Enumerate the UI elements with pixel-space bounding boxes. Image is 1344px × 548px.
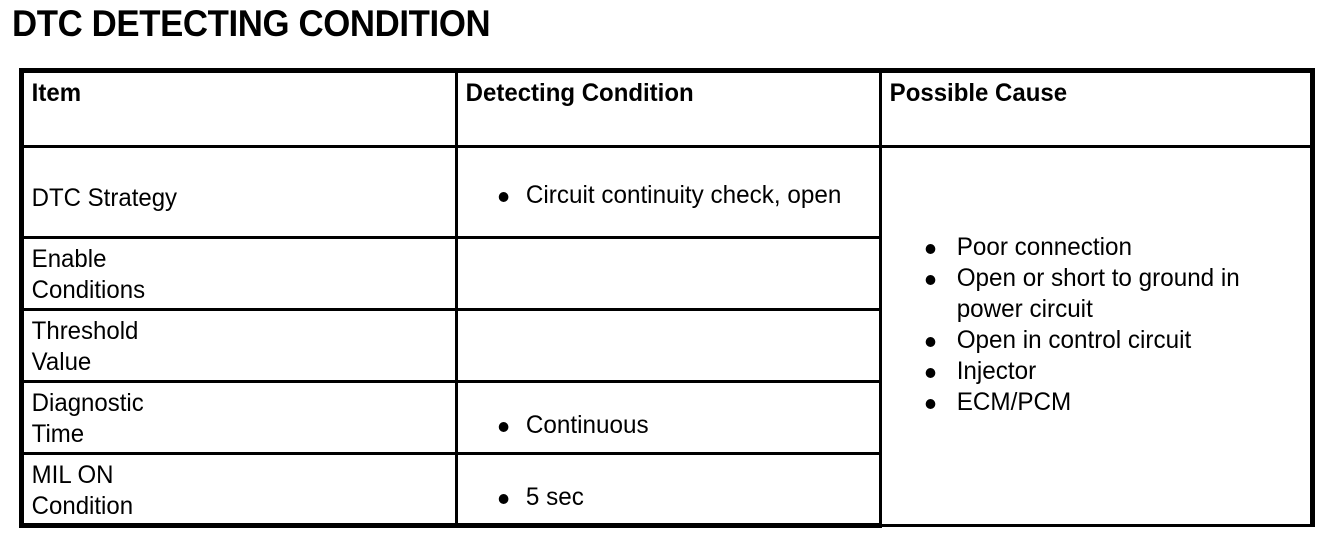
page-title: DTC DETECTING CONDITION <box>12 3 491 44</box>
list-item-label: Open in control circuit <box>956 326 1192 354</box>
bullet-icon <box>498 192 509 202</box>
cell-condition-mil-on-condition: 5 sec <box>455 452 882 528</box>
possible-cause-bullet-list: Poor connection Open or short to ground … <box>882 148 1310 418</box>
table-row: DTC Strategy Circuit continuity check, o… <box>19 145 1315 527</box>
bullet-icon <box>925 399 936 409</box>
list-item: Poor connection <box>882 232 1297 263</box>
cell-condition-threshold-value <box>455 308 882 383</box>
dtc-detecting-condition-table: Item Detecting Condition Possible Cause … <box>19 68 1315 528</box>
bullet-icon <box>925 337 936 347</box>
item-label: Enable Conditions <box>31 245 146 304</box>
list-item-label: ECM/PCM <box>956 388 1072 416</box>
column-header-detecting-condition: Detecting Condition <box>455 68 882 148</box>
item-label: MIL ON Condition <box>31 461 134 520</box>
condition-bullet-list: Continuous <box>458 383 879 441</box>
item-label: Diagnostic Time <box>31 389 144 448</box>
cell-item-threshold-value: Threshold Value <box>19 308 458 383</box>
item-label: DTC Strategy <box>31 184 178 212</box>
bullet-icon <box>925 368 936 378</box>
list-item: ECM/PCM <box>882 387 1297 418</box>
bullet-icon <box>925 244 936 254</box>
list-item-label: Poor connection <box>956 233 1132 261</box>
list-item: Continuous <box>458 410 866 441</box>
list-item-label: Continuous <box>525 411 649 439</box>
bullet-icon <box>498 494 509 504</box>
condition-bullet-list: 5 sec <box>458 455 879 513</box>
cell-item-dtc-strategy: DTC Strategy <box>19 145 458 239</box>
table-header-row: Item Detecting Condition Possible Cause <box>19 68 1315 148</box>
cell-condition-dtc-strategy: Circuit continuity check, open <box>455 145 882 239</box>
table-row: Diagnostic Time Continuous <box>19 380 1313 455</box>
list-item-label: Open or short to ground in power circuit <box>956 264 1240 323</box>
cell-condition-enable-conditions <box>455 236 882 311</box>
cell-item-diagnostic-time: Diagnostic Time <box>19 380 458 455</box>
list-item-label: 5 sec <box>525 483 584 511</box>
cell-item-enable-conditions: Enable Conditions <box>19 236 458 311</box>
bullet-icon <box>925 275 936 285</box>
list-item: Circuit continuity check, open <box>458 180 866 211</box>
column-header-item: Item <box>19 68 458 148</box>
table-row: Enable Conditions <box>19 236 1313 311</box>
column-header-item-label: Item <box>31 79 82 107</box>
column-header-possible-cause: Possible Cause <box>879 68 1315 148</box>
cell-condition-diagnostic-time: Continuous <box>455 380 882 455</box>
column-header-detecting-condition-label: Detecting Condition <box>465 79 694 107</box>
cell-possible-cause: Poor connection Open or short to ground … <box>879 145 1315 527</box>
list-item-label: Injector <box>956 357 1037 385</box>
item-label: Threshold Value <box>31 317 139 376</box>
list-item: Open or short to ground in power circuit <box>882 263 1297 325</box>
list-item-label: Circuit continuity check, open <box>525 181 842 209</box>
table-row: Threshold Value <box>19 308 1313 383</box>
bullet-icon <box>498 422 509 432</box>
condition-bullet-list: Circuit continuity check, open <box>458 148 879 211</box>
list-item: Injector <box>882 356 1297 387</box>
list-item: Open in control circuit <box>882 325 1297 356</box>
cell-item-mil-on-condition: MIL ON Condition <box>19 452 458 528</box>
list-item: 5 sec <box>458 482 866 513</box>
column-header-possible-cause-label: Possible Cause <box>889 79 1068 107</box>
table-row: MIL ON Condition 5 sec <box>19 452 1313 528</box>
